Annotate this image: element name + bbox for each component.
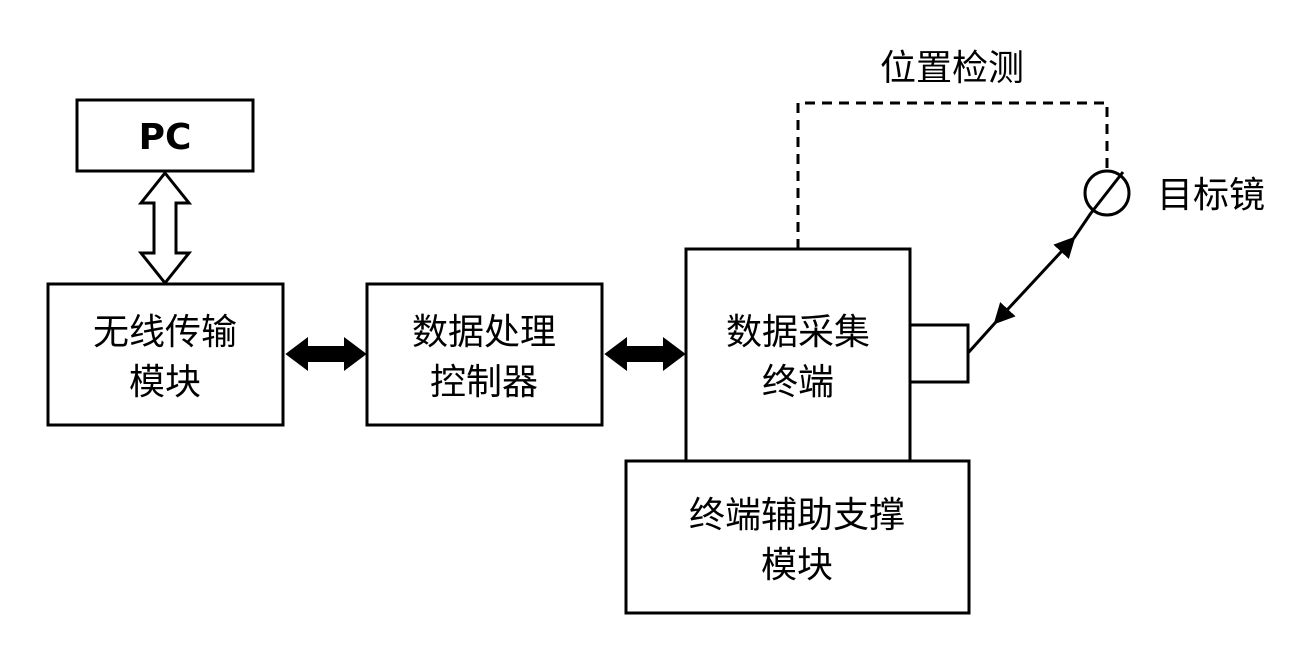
terminal-node: 数据采集 终端 [684,247,912,463]
processor-terminal-double-arrow [604,337,686,371]
pc-box [75,98,255,173]
target-mirror-icon [1083,169,1131,217]
terminal-label-line2: 终端 [762,362,834,403]
support-module-box [624,459,971,615]
processor-node: 数据处理 控制器 [365,282,604,427]
pc-label: PC [139,117,192,158]
terminal-sensor-box [908,323,970,384]
target-mirror-label: 目标镜 [1157,175,1265,216]
wireless-module-node: 无线传输 模块 [46,282,285,427]
sensor-link-line [966,321,997,355]
wireless-module-label-line2: 模块 [129,362,201,403]
processor-label-line1: 数据处理 [412,312,556,353]
terminal-box [684,247,912,463]
position-detection-label: 位置检测 [880,48,1024,89]
pc-wireless-hollow-arrow [137,170,193,286]
support-module-label-line1: 终端辅助支撑 [689,495,905,536]
processor-label-line2: 控制器 [430,362,538,403]
wireless-module-label-line1: 无线传输 [93,312,237,353]
measurement-double-arrow [993,236,1076,325]
wireless-module-box [46,282,285,427]
mirror-link-line [1072,212,1093,239]
terminal-label-line1: 数据采集 [726,312,870,353]
support-module-node: 终端辅助支撑 模块 [624,459,971,615]
support-module-label-line2: 模块 [761,545,833,586]
position-detection-dashed-line [796,101,1109,249]
wireless-processor-double-arrow [285,337,367,371]
pc-node: PC [75,98,255,173]
processor-box [365,282,604,427]
